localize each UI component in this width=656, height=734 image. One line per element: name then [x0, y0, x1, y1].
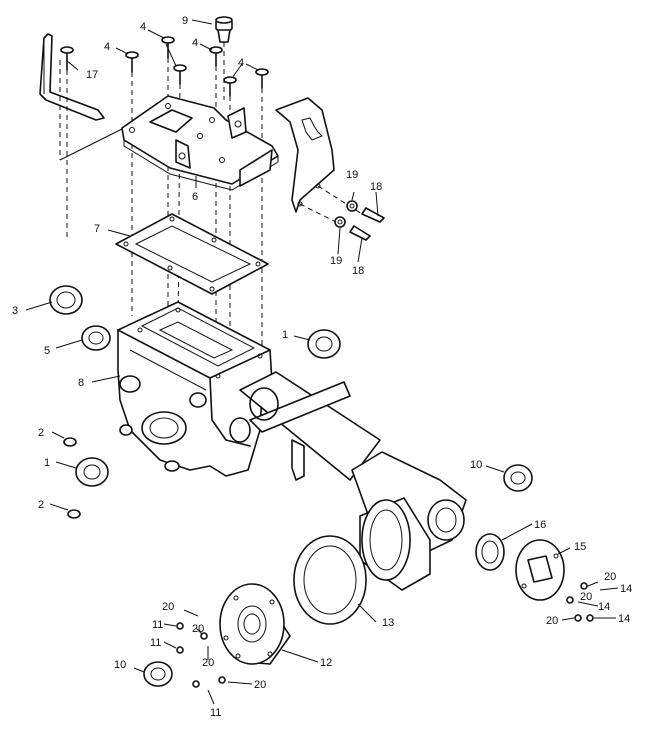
callouts: 4 9 4 4 4 17 6 19 18 7 19 18 3 1 5 8 2 1… — [12, 15, 632, 719]
callout-16: 16 — [534, 519, 546, 531]
callout-14: 14 — [598, 601, 610, 613]
end-plate — [515, 539, 565, 601]
callout-11: 11 — [152, 619, 163, 631]
callout-14: 14 — [620, 583, 632, 595]
callout-20: 20 — [546, 615, 558, 627]
callout-4: 4 — [192, 37, 198, 49]
callout-18: 18 — [352, 265, 364, 277]
shift-gate — [275, 97, 363, 225]
bearings — [49, 285, 533, 687]
callout-6: 6 — [192, 191, 198, 203]
callout-4: 4 — [104, 41, 110, 53]
callout-14: 14 — [618, 613, 630, 625]
callout-3: 3 — [12, 305, 18, 317]
callout-19: 19 — [330, 255, 342, 267]
callout-11: 11 — [150, 637, 161, 649]
bracket-part — [39, 33, 125, 161]
callout-1: 1 — [282, 329, 288, 341]
callout-1: 1 — [44, 457, 50, 469]
callout-2: 2 — [38, 499, 44, 511]
callout-20: 20 — [604, 571, 616, 583]
callout-2: 2 — [38, 427, 44, 439]
callout-8: 8 — [78, 377, 84, 389]
small-fasteners — [63, 437, 594, 688]
callout-15: 15 — [574, 541, 586, 553]
transmission-housing — [117, 301, 273, 477]
callout-10: 10 — [114, 659, 126, 671]
breather-plug — [215, 16, 233, 100]
callout-19: 19 — [346, 169, 358, 181]
end-cover — [219, 583, 291, 665]
callout-10: 10 — [470, 459, 482, 471]
callout-12: 12 — [320, 657, 332, 669]
callout-20: 20 — [192, 623, 204, 635]
ring-gasket — [293, 535, 367, 625]
callout-11: 11 — [210, 707, 221, 719]
callout-5: 5 — [44, 345, 50, 357]
callout-4: 4 — [238, 57, 244, 69]
callout-20: 20 — [162, 601, 174, 613]
gate-bolts — [334, 200, 385, 241]
callout-18: 18 — [370, 181, 382, 193]
leader-lines — [25, 19, 619, 705]
callout-13: 13 — [382, 617, 394, 629]
seal-ring — [475, 533, 505, 571]
shift-plate — [121, 95, 279, 191]
callout-20: 20 — [202, 657, 214, 669]
callout-7: 7 — [94, 223, 100, 235]
callout-9: 9 — [182, 15, 188, 27]
callout-20: 20 — [254, 679, 266, 691]
callout-20: 20 — [580, 591, 592, 603]
axle-tube — [239, 371, 467, 561]
gasket — [115, 213, 269, 295]
callout-4: 4 — [140, 21, 146, 33]
callout-17: 17 — [86, 69, 98, 81]
